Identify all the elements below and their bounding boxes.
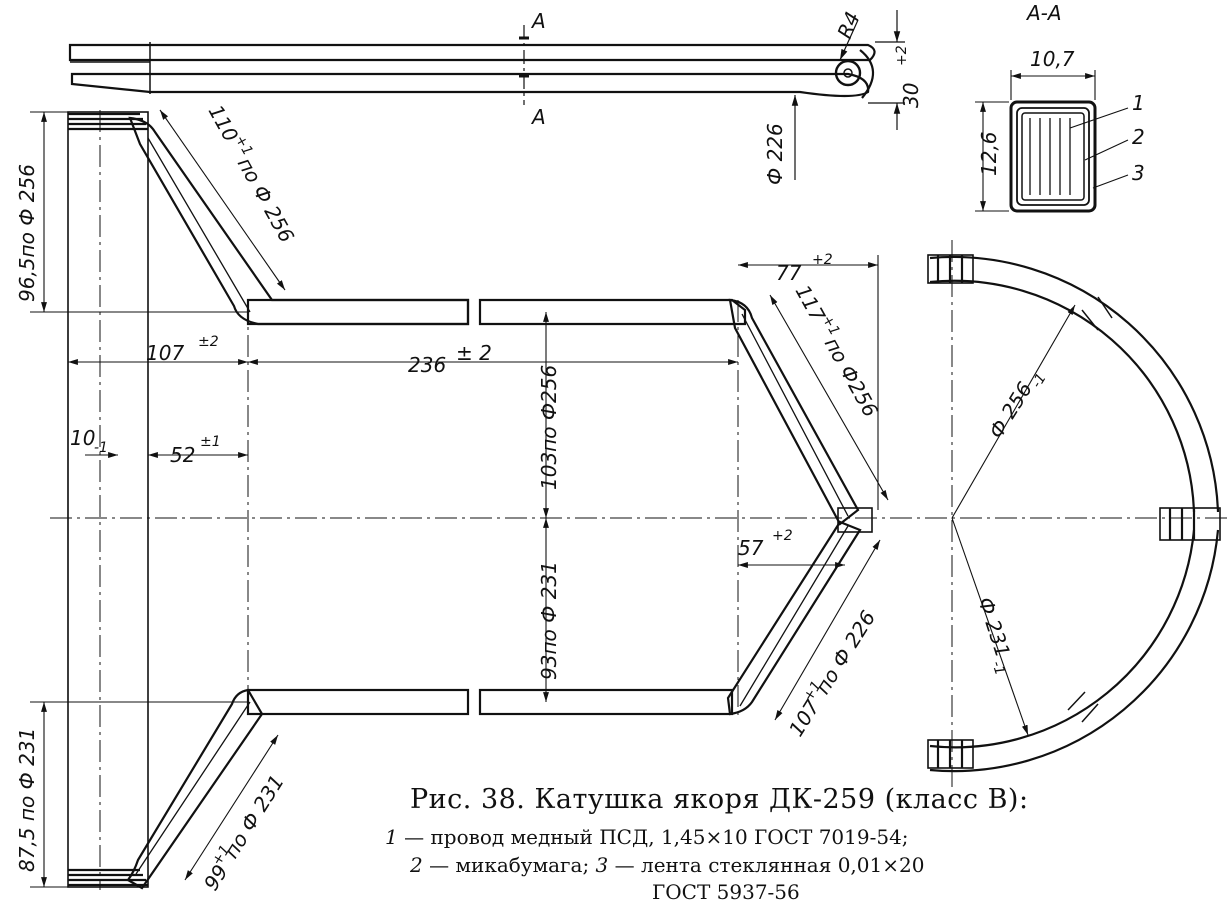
height-30-label: 30	[899, 83, 923, 108]
upper-left-diagonal	[128, 116, 470, 326]
dim-10-tol: -1	[94, 440, 108, 456]
dim-93-label: 93по Ф 231	[537, 561, 561, 680]
upper-straight-right	[478, 298, 747, 326]
plan-dimensions	[30, 109, 889, 888]
caption-item-1-text: — провод медный ПСД, 1,45×10 ГОСТ 7019-5…	[397, 825, 909, 849]
height-30-tol: +2	[894, 45, 910, 66]
arc-labels: Ф 256 -1 Ф 231 -1	[973, 371, 1050, 678]
right-upper-diag-label: 117 +1 по Ф256	[791, 281, 883, 421]
arc-inner-diameter-label: Ф 231 -1	[973, 594, 1015, 677]
section-insulation-outer	[1009, 100, 1097, 213]
radius-label: R4	[832, 8, 864, 42]
section-width: 10,7	[1030, 47, 1075, 71]
section-height: 12,6	[977, 131, 1001, 176]
right-upper-diagonal	[728, 298, 860, 526]
svg-text:по Ф256: по Ф256	[820, 333, 883, 421]
svg-text:99: 99	[199, 860, 233, 894]
svg-text:по Ф 231: по Ф 231	[219, 770, 289, 862]
arc-outer-lower	[929, 529, 1220, 773]
svg-text:107: 107	[784, 695, 825, 740]
section-a-a	[975, 70, 1129, 213]
dim-107-label: 107	[146, 341, 184, 365]
dim-52-label: 52	[170, 443, 195, 467]
dim-236-label: 236	[408, 353, 446, 377]
top-view-eye	[834, 59, 862, 87]
svg-text:по Ф 256: по Ф 256	[233, 153, 299, 246]
dim-57-label: 57	[738, 536, 764, 560]
section-labels: А А А-А 10,7 12,6 1 2 3	[530, 1, 1145, 185]
section-mark-bottom: А	[530, 105, 546, 129]
caption-item-2-text: — микабумага;	[422, 853, 596, 877]
arc-dimensions	[951, 304, 1076, 736]
plan-view	[50, 110, 1229, 890]
plan-labels: 96,5по Ф 256 110 +1 по Ф 256 107 ±2 236 …	[15, 101, 883, 895]
coil-nose	[837, 507, 873, 533]
arc-view	[927, 240, 1221, 790]
section-copper	[1021, 112, 1085, 201]
dim-236-tol: ± 2	[456, 341, 492, 365]
top-view-upper-conductor	[68, 43, 876, 62]
svg-text:Ф 231: Ф 231	[973, 594, 1015, 660]
section-mark-top: А	[530, 9, 546, 33]
lower-straight-left	[246, 688, 470, 716]
dim-57-tol: +2	[772, 528, 793, 544]
svg-text:Ф 256: Ф 256	[984, 378, 1037, 443]
upper-straight-left	[246, 298, 470, 326]
caption-item-1-num: 1	[385, 825, 398, 849]
lower-straight-right	[478, 688, 734, 716]
dim-107-tol: ±2	[198, 334, 219, 350]
caption-item-3-num: 3	[595, 853, 609, 877]
callout-1: 1	[1132, 91, 1145, 115]
caption-item-1: 1 — провод медный ПСД, 1,45×10 ГОСТ 7019…	[385, 825, 909, 849]
top-diameter-label: Ф 226	[763, 123, 787, 185]
svg-text:-1: -1	[988, 659, 1008, 677]
dim-52-tol: ±1	[200, 434, 221, 450]
arc-nose-lead	[1159, 507, 1221, 541]
dim-77-tol: +2	[812, 252, 833, 268]
arc-outer-diameter-label: Ф 256 -1	[984, 371, 1050, 443]
top-view	[68, 10, 905, 180]
dim-103-label: 103по Ф256	[537, 365, 561, 490]
caption-item-2-num: 2	[410, 853, 423, 877]
left-lower-height-label: 87,5 по Ф 231	[15, 728, 39, 872]
arc-outer-upper	[929, 255, 1220, 513]
dim-77-label: 77	[776, 261, 802, 285]
caption-item-3-text: — лента стеклянная 0,01×20	[608, 853, 925, 877]
caption-items-2-3: 2 — микабумага; 3 — лента стеклянная 0,0…	[410, 853, 924, 877]
section-micapaper	[1016, 107, 1090, 206]
left-vertical-bar	[67, 111, 149, 888]
figure-caption-title: Рис. 38. Катушка якоря ДК-259 (класс В):	[410, 784, 1029, 815]
callout-2: 2	[1132, 125, 1145, 149]
callout-3: 3	[1132, 161, 1145, 185]
section-title: А-А	[1025, 1, 1062, 25]
left-upper-height-label: 96,5по Ф 256	[15, 164, 39, 302]
top-view-lower-conductor	[70, 72, 870, 98]
caption-item-3-continued: ГОСТ 5937-56	[652, 880, 800, 904]
lower-left-diagonal	[126, 688, 264, 890]
svg-text:по Ф 226: по Ф 226	[810, 606, 880, 698]
dim-10-label: 10	[70, 426, 95, 450]
